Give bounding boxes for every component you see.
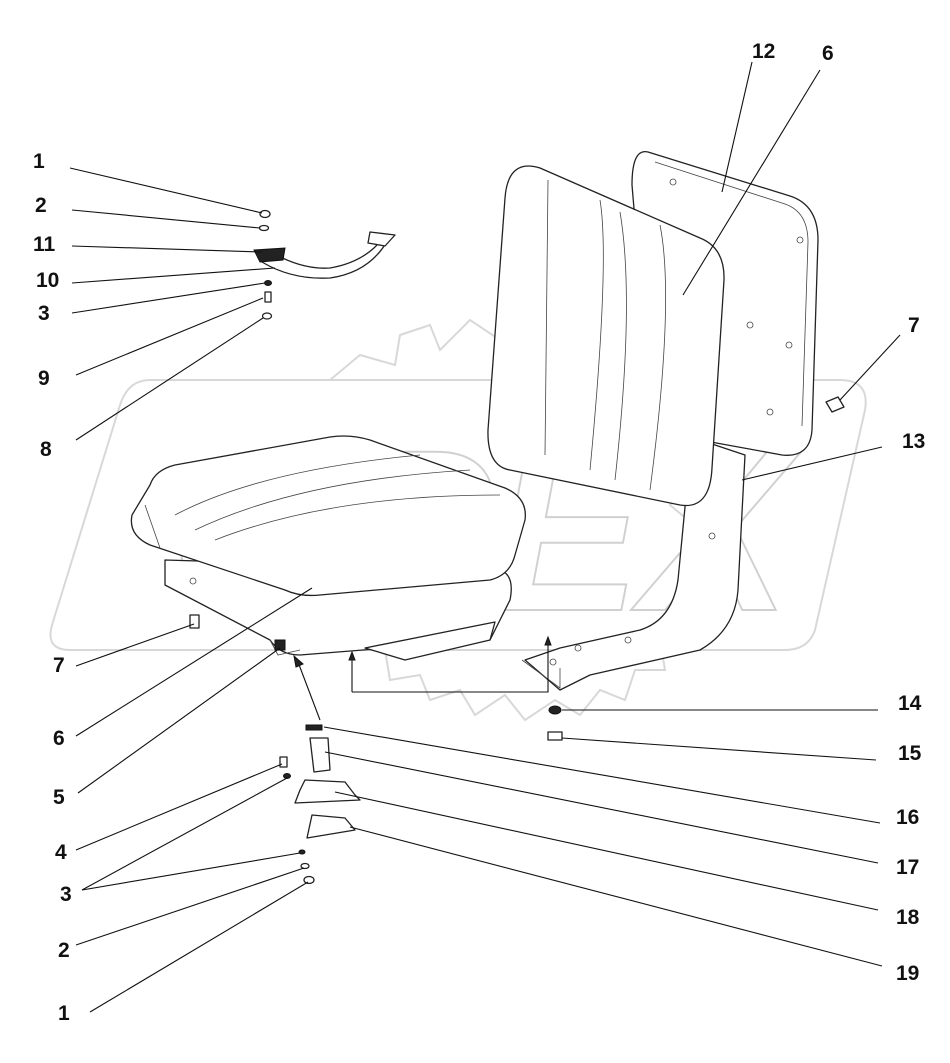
watermark-frame <box>49 379 867 651</box>
lock-washer-icon <box>298 849 306 855</box>
lock-washer-icon <box>283 773 291 779</box>
bolt-icon <box>264 291 272 303</box>
callout-5: 5 <box>53 786 65 809</box>
callout-2: 2 <box>35 194 47 217</box>
bolt-icon <box>825 396 845 413</box>
seat-belt <box>253 231 396 279</box>
callout-1: 1 <box>58 1002 70 1025</box>
callout-13: 13 <box>902 430 925 453</box>
callout-3: 3 <box>60 883 72 906</box>
nut-icon <box>303 875 315 885</box>
bolt-icon <box>279 756 288 768</box>
callout-9: 9 <box>38 367 50 390</box>
callout-3: 3 <box>38 302 50 325</box>
callout-11: 11 <box>33 233 56 256</box>
callout-7: 7 <box>908 314 920 337</box>
seat-cushion <box>130 435 526 597</box>
callout-numbers: 1 2 11 10 3 9 8 12 6 7 13 7 6 5 14 15 16… <box>33 40 925 1025</box>
washer-icon <box>548 705 562 715</box>
callout-2: 2 <box>58 939 70 962</box>
lower-hardware <box>279 705 563 885</box>
callout-10: 10 <box>36 269 59 292</box>
washer-icon <box>300 862 310 870</box>
assembly-arrows <box>293 635 552 721</box>
nut-icon <box>259 209 271 219</box>
lock-washer-icon <box>264 280 272 286</box>
upper-hardware <box>258 209 273 320</box>
adjuster-shaft-icon <box>309 737 331 773</box>
callout-7: 7 <box>53 654 65 677</box>
bolt-icon <box>547 731 563 741</box>
callout-6: 6 <box>822 42 834 65</box>
callout-18: 18 <box>896 906 920 929</box>
callout-14: 14 <box>898 692 922 715</box>
backrest-cushion <box>487 165 725 507</box>
spacer-icon <box>261 312 273 320</box>
callout-15: 15 <box>898 742 922 765</box>
handle-cover-icon <box>306 814 356 839</box>
callout-1: 1 <box>33 150 45 173</box>
callout-4: 4 <box>55 841 67 864</box>
callout-8: 8 <box>40 438 52 461</box>
callout-12: 12 <box>752 40 775 63</box>
callout-16: 16 <box>896 806 919 829</box>
washer-icon <box>258 224 270 232</box>
leader-lines <box>69 61 901 1013</box>
callout-6: 6 <box>53 727 65 750</box>
spring-icon <box>305 724 323 731</box>
pin-icon <box>189 614 200 629</box>
callout-17: 17 <box>896 856 919 879</box>
callout-19: 19 <box>896 962 919 985</box>
housing-icon <box>294 779 361 804</box>
